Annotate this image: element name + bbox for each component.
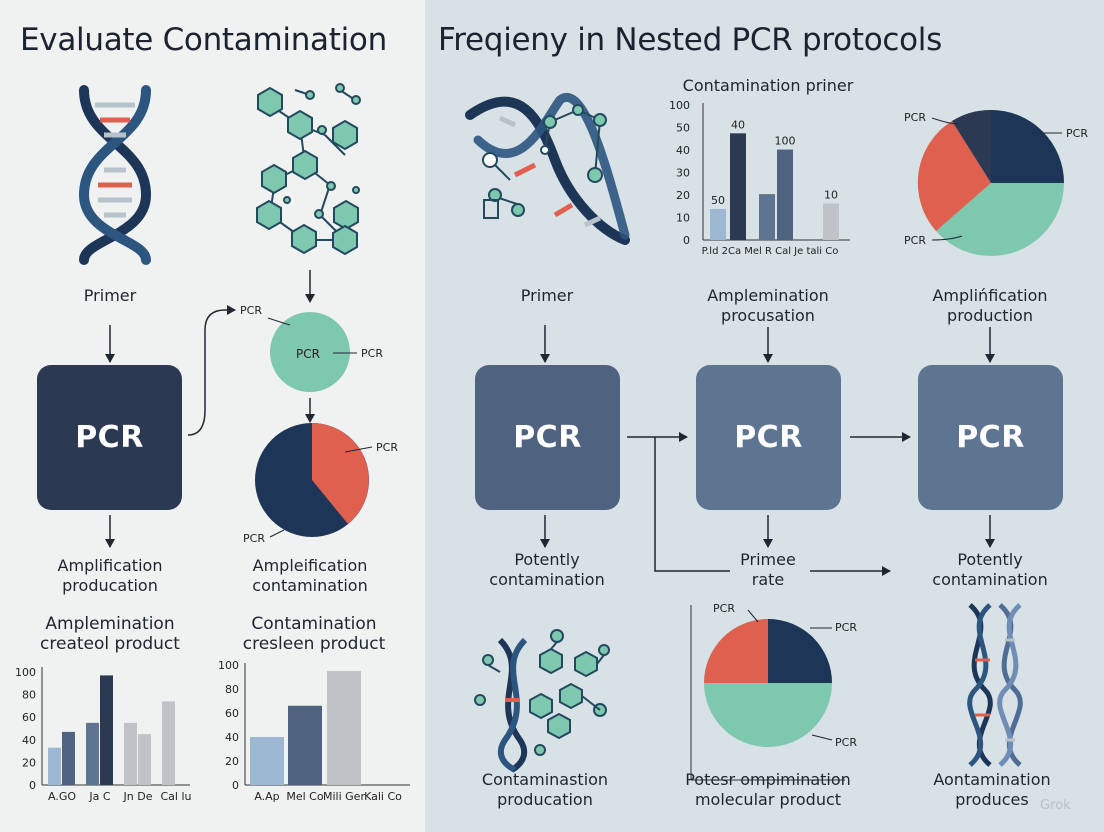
bar (162, 701, 175, 785)
bar (48, 747, 61, 785)
left-pie-chart (255, 423, 369, 537)
right-pcr-box-3: PCR (918, 365, 1063, 510)
y-tick-label: 10 (676, 212, 690, 225)
x-tick-label: A.GO (48, 790, 76, 803)
y-tick-label: 20 (225, 755, 239, 768)
x-tick-label: Cal lu (160, 790, 191, 803)
bar (730, 133, 746, 240)
y-tick-label: 100 (218, 659, 239, 672)
y-tick-label: 30 (676, 167, 690, 180)
bar (710, 208, 726, 240)
top-chart-title: Contamination priner (682, 76, 854, 95)
x-tick-labels: P.ld 2Ca Mel R Cal Je tali Co (702, 246, 839, 257)
left-primer-label: Primer (83, 286, 137, 305)
top-bar-chart: 0 10 20 30 40 50 100 50 40 100 10P.ld 2Ca Mel R Ca… (669, 99, 850, 257)
right-pcr-box-1: PCR (475, 365, 620, 510)
x-tick-label: Ja C (88, 790, 110, 803)
pie-callout-right: PCR (376, 441, 398, 454)
quad-pie-chart (690, 605, 845, 781)
y-tick-label: 40 (225, 731, 239, 744)
circle-pcr-label: PCR (296, 347, 320, 361)
molecule-icon (256, 83, 361, 256)
pcr-circle (270, 312, 350, 392)
y-tick-label: 40 (22, 734, 36, 747)
top-pie-callout-2: PCR (1066, 127, 1088, 140)
bar (86, 722, 99, 785)
bar-value-label: 10 (824, 189, 838, 202)
dna-helix-icon (78, 85, 152, 265)
x-tick-label: Mel Co (286, 790, 323, 803)
dna-strands-icon (967, 603, 1023, 767)
right-title: Freqieny in Nested PCR protocols (438, 22, 942, 58)
grok-watermark: Grok (1040, 798, 1071, 813)
bar-value-label: 100 (775, 135, 796, 148)
bottom-pie-callout-1: PCR (713, 602, 735, 615)
bar (777, 149, 793, 240)
bar-value-label: 40 (731, 118, 745, 131)
y-tick-label: 20 (22, 756, 36, 769)
bar-value-label: 50 (711, 194, 725, 207)
left-title: Evaluate Contamination (20, 22, 387, 58)
top-pie-callout-1: PCR (904, 111, 926, 124)
top-right-pie-chart (917, 109, 1064, 256)
y-tick-label: 40 (676, 144, 690, 157)
bar (250, 737, 284, 785)
bar (100, 675, 113, 785)
y-tick-label: 60 (225, 707, 239, 720)
x-tick-label: Jn De (123, 790, 153, 803)
y-tick-label: 80 (22, 689, 36, 702)
x-tick-label: A.Ap (254, 790, 279, 803)
y-tick-label: 100 (15, 666, 36, 679)
top-pie-callout-3: PCR (904, 234, 926, 247)
y-tick-label: 0 (232, 779, 239, 792)
bar (288, 705, 322, 785)
molecule-dna-icon (474, 629, 610, 773)
bar (138, 734, 151, 785)
bar (124, 722, 137, 785)
y-tick-label: 80 (225, 683, 239, 696)
x-tick-label: Mili Ger (323, 790, 365, 803)
y-tick-label: 20 (676, 189, 690, 202)
left-pcr-box: PCR (37, 365, 182, 510)
bar (62, 731, 75, 785)
bar (823, 203, 839, 240)
x-tick-label: Kali Co (364, 790, 402, 803)
circle-callout-right: PCR (361, 347, 383, 360)
y-tick-label: 60 (22, 711, 36, 724)
y-tick-label: 0 (29, 779, 36, 792)
circle-callout-top: PCR (240, 304, 262, 317)
y-tick-label: 50 (676, 122, 690, 135)
right-pcr-box-2: PCR (696, 365, 841, 510)
bar (327, 671, 361, 785)
bottom-pie-callout-2: PCR (835, 621, 857, 634)
y-tick-label: 0 (683, 234, 690, 247)
pie-callout-left: PCR (243, 532, 265, 545)
dna-molecule-icon (465, 93, 630, 245)
bar (759, 194, 775, 240)
right-primer-label: Primer (520, 286, 574, 305)
bottom-pie-callout-3: PCR (835, 736, 857, 749)
y-tick-label: 100 (669, 99, 690, 112)
